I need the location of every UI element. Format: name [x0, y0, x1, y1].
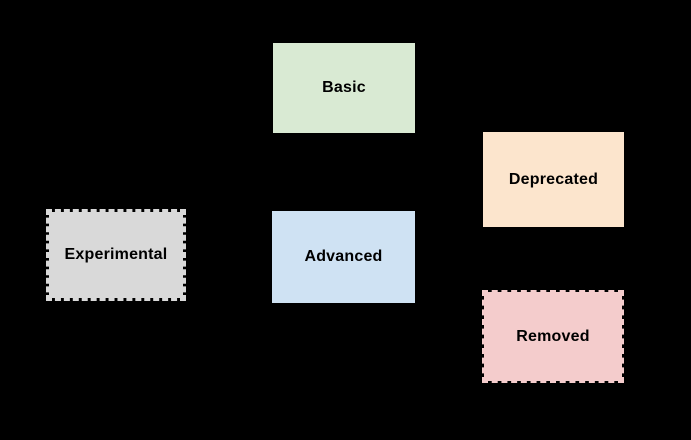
node-removed-label: Removed [516, 327, 590, 345]
node-deprecated: Deprecated [483, 132, 624, 227]
node-experimental-label: Experimental [64, 246, 168, 263]
node-basic: Basic [273, 43, 415, 133]
node-removed: Removed [482, 290, 624, 383]
node-advanced: Advanced [272, 211, 415, 303]
node-experimental: Experimental [46, 209, 186, 301]
node-advanced-label: Advanced [304, 248, 383, 265]
node-basic-label: Basic [322, 79, 366, 96]
node-deprecated-label: Deprecated [508, 170, 599, 188]
